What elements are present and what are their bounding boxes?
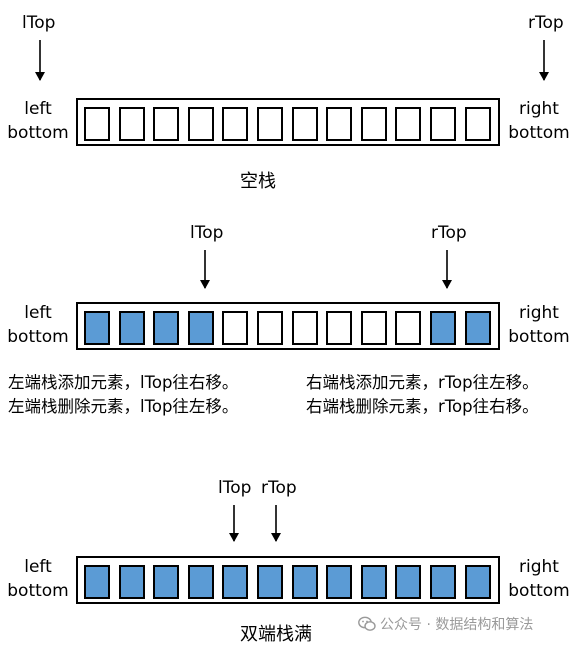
stack-cell-empty — [326, 311, 353, 345]
stack-cell-empty — [187, 107, 214, 141]
stack-cell-empty — [222, 311, 249, 345]
stack-cell-filled — [464, 311, 491, 345]
left-word: left — [24, 557, 52, 577]
stack-cell-empty — [291, 311, 318, 345]
stack-cell-empty — [360, 311, 387, 345]
left-word: left — [24, 99, 52, 119]
stack-cell-filled — [153, 311, 180, 345]
stack-cell-empty — [257, 311, 283, 345]
left-bottom-label: left bottom — [2, 555, 74, 603]
stack-cell-filled — [326, 565, 353, 599]
bottom-word: bottom — [7, 327, 69, 347]
stack-array — [76, 302, 500, 350]
stack-cell-empty — [153, 107, 180, 141]
left-word: left — [24, 303, 52, 323]
rtop-label: rTop — [261, 478, 297, 498]
stack-cell-empty — [222, 107, 249, 141]
stack-array — [76, 98, 500, 146]
right-stack-notes: 右端栈添加元素，rTop往左移。 右端栈删除元素，rTop往右移。 — [306, 371, 539, 419]
ltop-label: lTop — [22, 13, 56, 33]
note-left-pop: 左端栈删除元素，lTop往左移。 — [8, 397, 239, 416]
ltop-label: lTop — [218, 478, 252, 498]
ltop-label: lTop — [190, 223, 224, 243]
stack-cell-filled — [360, 565, 387, 599]
rtop-label: rTop — [431, 223, 467, 243]
stack-cell-filled — [84, 311, 110, 345]
stack-cell-filled — [84, 565, 110, 599]
stack-cell-filled — [464, 565, 491, 599]
stack-cell-filled — [187, 565, 214, 599]
stack-cell-filled — [187, 311, 214, 345]
stack-cell-empty — [395, 311, 422, 345]
right-bottom-label: right bottom — [503, 555, 575, 603]
bottom-word: bottom — [508, 581, 570, 601]
right-word: right — [519, 303, 559, 323]
right-word: right — [519, 99, 559, 119]
stack-array — [76, 556, 500, 604]
stack-cell-filled — [257, 565, 283, 599]
stack-cell-filled — [395, 565, 422, 599]
caption-full-stack: 双端栈满 — [240, 624, 312, 645]
right-bottom-label: right bottom — [503, 97, 575, 145]
stack-cell-filled — [153, 565, 180, 599]
rtop-label: rTop — [528, 13, 564, 33]
stack-cell-filled — [222, 565, 249, 599]
left-stack-notes: 左端栈添加元素，lTop往右移。 左端栈删除元素，lTop往左移。 — [8, 371, 238, 419]
watermark: 公众号 · 数据结构和算法 — [358, 614, 533, 636]
stack-cell-empty — [430, 107, 456, 141]
stack-cell-empty — [395, 107, 422, 141]
right-word: right — [519, 557, 559, 577]
stack-cell-filled — [118, 311, 145, 345]
bottom-word: bottom — [508, 327, 570, 347]
stack-cell-empty — [257, 107, 283, 141]
stack-cell-empty — [464, 107, 491, 141]
caption-empty-stack: 空栈 — [240, 171, 276, 192]
stack-cell-empty — [84, 107, 110, 141]
bottom-word: bottom — [7, 581, 69, 601]
bottom-word: bottom — [7, 123, 69, 143]
bottom-word: bottom — [508, 123, 570, 143]
stack-cell-empty — [118, 107, 145, 141]
stack-cell-filled — [118, 565, 145, 599]
stack-cell-empty — [326, 107, 353, 141]
stack-cell-filled — [291, 565, 318, 599]
watermark-text: 公众号 · 数据结构和算法 — [380, 617, 534, 633]
right-bottom-label: right bottom — [503, 301, 575, 349]
wechat-icon — [358, 616, 376, 636]
note-left-push: 左端栈添加元素，lTop往右移。 — [8, 373, 239, 392]
note-right-pop: 右端栈删除元素，rTop往右移。 — [306, 397, 539, 416]
stack-cell-empty — [291, 107, 318, 141]
stack-cell-empty — [360, 107, 387, 141]
left-bottom-label: left bottom — [2, 301, 74, 349]
stack-cell-filled — [430, 565, 456, 599]
left-bottom-label: left bottom — [2, 97, 74, 145]
stack-cell-filled — [430, 311, 456, 345]
note-right-push: 右端栈添加元素，rTop往左移。 — [306, 373, 539, 392]
